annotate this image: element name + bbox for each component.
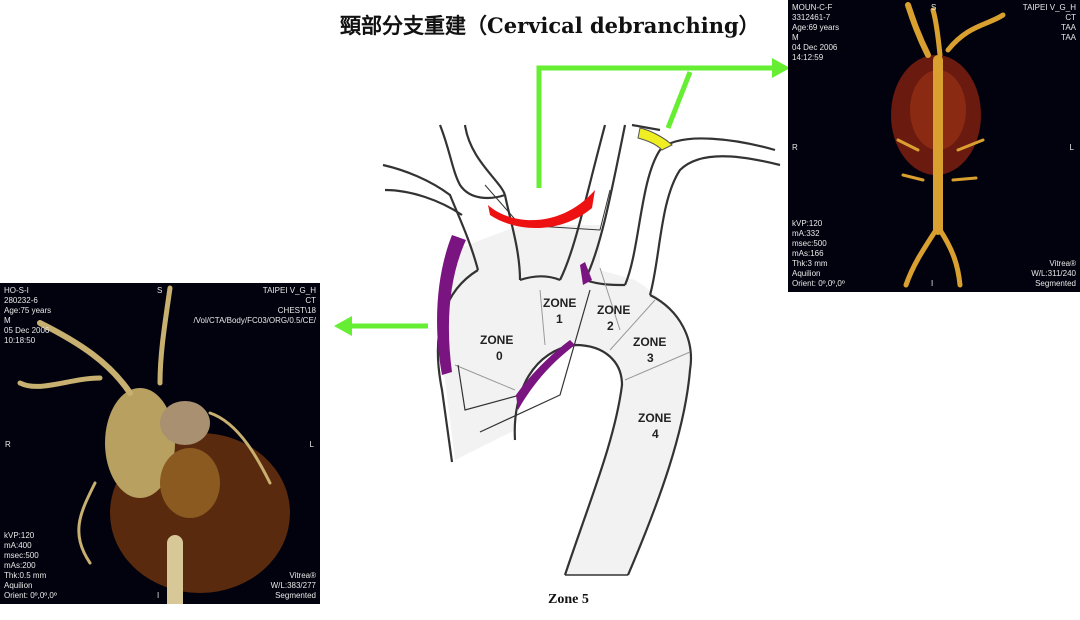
institution-info: TAIPEI V_G_H CT TAA TAA	[1023, 3, 1076, 43]
msec: msec:500	[4, 551, 39, 560]
purple-graft-left	[437, 235, 466, 375]
patient-sex: M	[4, 316, 11, 325]
zone-0-number: 0	[496, 349, 503, 363]
study-desc: CHEST\18	[277, 306, 316, 315]
aorta-outline	[382, 123, 781, 576]
patient-name: MOUN-C-F	[792, 3, 833, 12]
zone-3-label: ZONE	[633, 335, 666, 349]
institution: TAIPEI V_G_H	[262, 286, 316, 295]
zone-0-label: ZONE	[480, 333, 513, 347]
purple-graft-zone1	[580, 262, 592, 285]
ct-3d-render	[17, 285, 290, 604]
ct-image-cervical-debranching: MOUN-C-F 3312461-7 Age:69 years M 04 Dec…	[788, 0, 1080, 292]
modality: CT	[1065, 13, 1076, 22]
study-time: 10:18:50	[4, 336, 36, 345]
study-date: 05 Dec 2006	[4, 326, 50, 335]
render-info: Vitrea® W/L:383/277 Segmented	[271, 571, 316, 601]
zone-4-number: 4	[652, 427, 659, 441]
orientation: Orient: 0º,0º,0º	[792, 279, 845, 288]
zone-1-label: ZONE	[543, 296, 576, 310]
software: Vitrea®	[1049, 259, 1076, 268]
marker-inferior: I	[931, 279, 934, 288]
render-info: Vitrea® W/L:311/240 Segmented	[1031, 259, 1076, 289]
red-graft	[488, 190, 595, 229]
marker-superior: S	[157, 286, 163, 295]
patient-info: HO-S-I 280232-6 Age:75 years M 05 Dec 20…	[4, 286, 51, 346]
purple-graft-arch	[516, 340, 575, 410]
patient-id: 280232-6	[4, 296, 38, 305]
msec: msec:500	[792, 239, 827, 248]
zone-2-label: ZONE	[597, 303, 630, 317]
marker-inferior: I	[157, 591, 160, 600]
marker-left: L	[309, 440, 314, 449]
marker-right: R	[5, 440, 11, 449]
patient-age: Age:69 years	[792, 23, 840, 32]
series-desc: TAA	[1061, 33, 1076, 42]
study-desc: TAA	[1061, 23, 1076, 32]
institution-info: TAIPEI V_G_H CT CHEST\18 /Vol/CTA/Body/F…	[193, 286, 316, 326]
patient-info: MOUN-C-F 3312461-7 Age:69 years M 04 Dec…	[792, 3, 839, 63]
software: Vitrea®	[289, 571, 316, 580]
ct-3d-render	[891, 2, 1006, 288]
study-time: 14:12:59	[792, 53, 824, 62]
zone-1-number: 1	[556, 312, 563, 326]
arrow-head-right	[772, 58, 790, 78]
patient-id: 3312461-7	[792, 13, 831, 22]
patient-age: Age:75 years	[4, 306, 52, 315]
thickness: Thk:0.5 mm	[4, 571, 47, 580]
scan-params: kVP:120 mA:332 msec:500 mAs:166 Thk:3 mm…	[792, 219, 845, 289]
series-path: /Vol/CTA/Body/FC03/ORG/0.5/CE/	[193, 316, 316, 325]
marker-superior: S	[931, 3, 937, 12]
green-arrows	[348, 65, 775, 329]
thickness: Thk:3 mm	[792, 259, 828, 268]
institution: TAIPEI V_G_H	[1022, 3, 1076, 12]
zone-3-number: 3	[647, 351, 654, 365]
patient-name: HO-S-I	[4, 286, 29, 295]
window-level: W/L:311/240	[1031, 269, 1076, 278]
arrow-head-left	[334, 316, 352, 336]
zone-4-label: ZONE	[638, 411, 671, 425]
modality: CT	[305, 296, 316, 305]
patient-sex: M	[792, 33, 799, 42]
marker-right: R	[792, 143, 798, 152]
kvp: kVP:120	[4, 531, 35, 540]
ct-image-preop: HO-S-I 280232-6 Age:75 years M 05 Dec 20…	[0, 283, 320, 604]
scanner: Aquilion	[4, 581, 33, 590]
render-mode: Segmented	[275, 591, 316, 600]
render-mode: Segmented	[1035, 279, 1076, 288]
window-level: W/L:383/277	[270, 581, 316, 590]
marker-left: L	[1069, 143, 1074, 152]
slide-title: 頸部分支重建（Cervical debranching）	[340, 13, 760, 38]
zone-5-label: Zone 5	[548, 592, 589, 607]
study-date: 04 Dec 2006	[792, 43, 838, 52]
zone-2-number: 2	[607, 319, 614, 333]
ma: mA:400	[4, 541, 32, 550]
scanner: Aquilion	[792, 269, 821, 278]
orientation: Orient: 0º,0º,0º	[4, 591, 57, 600]
ma: mA:332	[792, 229, 820, 238]
mas: mAs:166	[792, 249, 824, 258]
scan-params: kVP:120 mA:400 msec:500 mAs:200 Thk:0.5 …	[4, 531, 57, 601]
kvp: kVP:120	[792, 219, 823, 228]
yellow-graft	[637, 127, 673, 151]
mas: mAs:200	[4, 561, 36, 570]
